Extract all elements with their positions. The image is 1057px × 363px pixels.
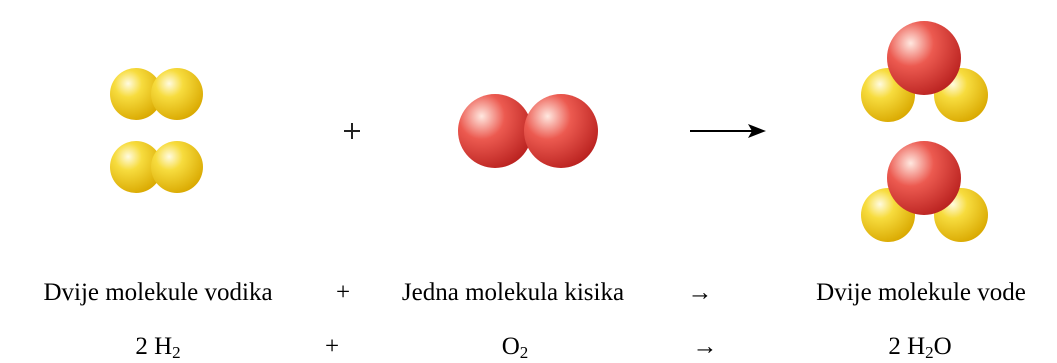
label-hydrogen-molecules: Dvije molekule vodika bbox=[43, 279, 273, 306]
plus-sign bbox=[344, 123, 360, 139]
water-molecule-top bbox=[861, 21, 988, 122]
hydrogen-atom bbox=[151, 68, 203, 120]
oxygen-molecule bbox=[458, 94, 598, 168]
hydrogen-molecule-top bbox=[110, 68, 203, 120]
label-oxygen-molecule: Jedna molekula kisika bbox=[401, 279, 625, 306]
oxygen-atom bbox=[887, 141, 961, 215]
water-molecule-bottom bbox=[861, 141, 988, 242]
reaction-arrow bbox=[690, 124, 766, 138]
hydrogen-atom bbox=[110, 141, 162, 193]
hydrogen-atom bbox=[110, 68, 162, 120]
formula-arrow: → bbox=[692, 333, 718, 360]
hydrogen-molecule-bottom bbox=[110, 141, 203, 193]
formula-hydrogen: 2 H2 bbox=[135, 333, 181, 362]
oxygen-atom bbox=[458, 94, 532, 168]
formula-oxygen: O2 bbox=[501, 333, 529, 362]
formula-plus: + bbox=[324, 333, 340, 360]
label-arrow: → bbox=[687, 279, 713, 306]
reaction-diagram bbox=[110, 21, 988, 242]
formula-water: 2 H2O bbox=[888, 333, 952, 362]
oxygen-atom bbox=[887, 21, 961, 95]
oxygen-atom bbox=[524, 94, 598, 168]
label-plus: + bbox=[335, 279, 351, 306]
label-water-molecules: Dvije molekule vode bbox=[816, 279, 1026, 306]
hydrogen-atom bbox=[151, 141, 203, 193]
